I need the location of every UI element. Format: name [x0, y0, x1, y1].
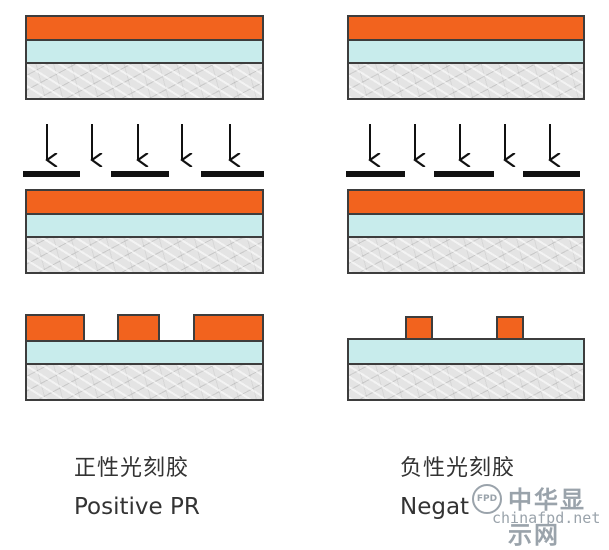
- left-stage1-photoresist-layer: [25, 15, 264, 41]
- right-stage1-photoresist-layer: [347, 15, 585, 41]
- right-stage3-glass-layer: [347, 338, 585, 365]
- right-photomask-segment-3: [523, 171, 580, 177]
- left-photomask-segment-1: [23, 171, 80, 177]
- left-stage2-photoresist-layer: [25, 189, 264, 215]
- left-stage1-glass-layer: [25, 39, 264, 64]
- left-photomask-segment-2: [111, 171, 169, 177]
- right-stage2-substrate: [347, 236, 585, 274]
- right-caption-english: Negat: [400, 494, 470, 520]
- left-stage3-glass-layer: [25, 340, 264, 365]
- right-exposure-arrows: [342, 124, 592, 182]
- right-stage3-resist-block-1: [405, 316, 433, 340]
- right-stage2-glass-layer: [347, 213, 585, 238]
- left-stage3-resist-block-1: [25, 314, 85, 342]
- left-stage2-substrate: [25, 236, 264, 274]
- right-photomask-segment-2: [434, 171, 494, 177]
- watermark-url: chinafpd.net: [492, 509, 601, 527]
- left-arrow-group: [47, 124, 230, 160]
- right-arrow-group: [370, 124, 550, 160]
- right-stage3-substrate: [347, 363, 585, 401]
- left-stage3-resist-block-2: [117, 314, 160, 342]
- right-stage2-photoresist-layer: [347, 189, 585, 215]
- left-stage3-resist-block-3: [193, 314, 264, 342]
- left-exposure-arrows: [20, 124, 270, 182]
- right-photomask-segment-1: [346, 171, 405, 177]
- left-stage2-glass-layer: [25, 213, 264, 238]
- left-photomask-segment-3: [201, 171, 264, 177]
- right-stage1-substrate: [347, 62, 585, 100]
- right-stage1-glass-layer: [347, 39, 585, 64]
- left-caption-chinese: 正性光刻胶: [74, 456, 190, 481]
- watermark: FPD 中华显示网 chinafpd.net: [470, 476, 606, 549]
- left-stage1-substrate: [25, 62, 264, 100]
- left-stage3-substrate: [25, 363, 264, 401]
- right-stage3-resist-block-2: [496, 316, 524, 340]
- left-caption-english: Positive PR: [74, 494, 200, 520]
- watermark-badge-icon: FPD: [472, 484, 502, 514]
